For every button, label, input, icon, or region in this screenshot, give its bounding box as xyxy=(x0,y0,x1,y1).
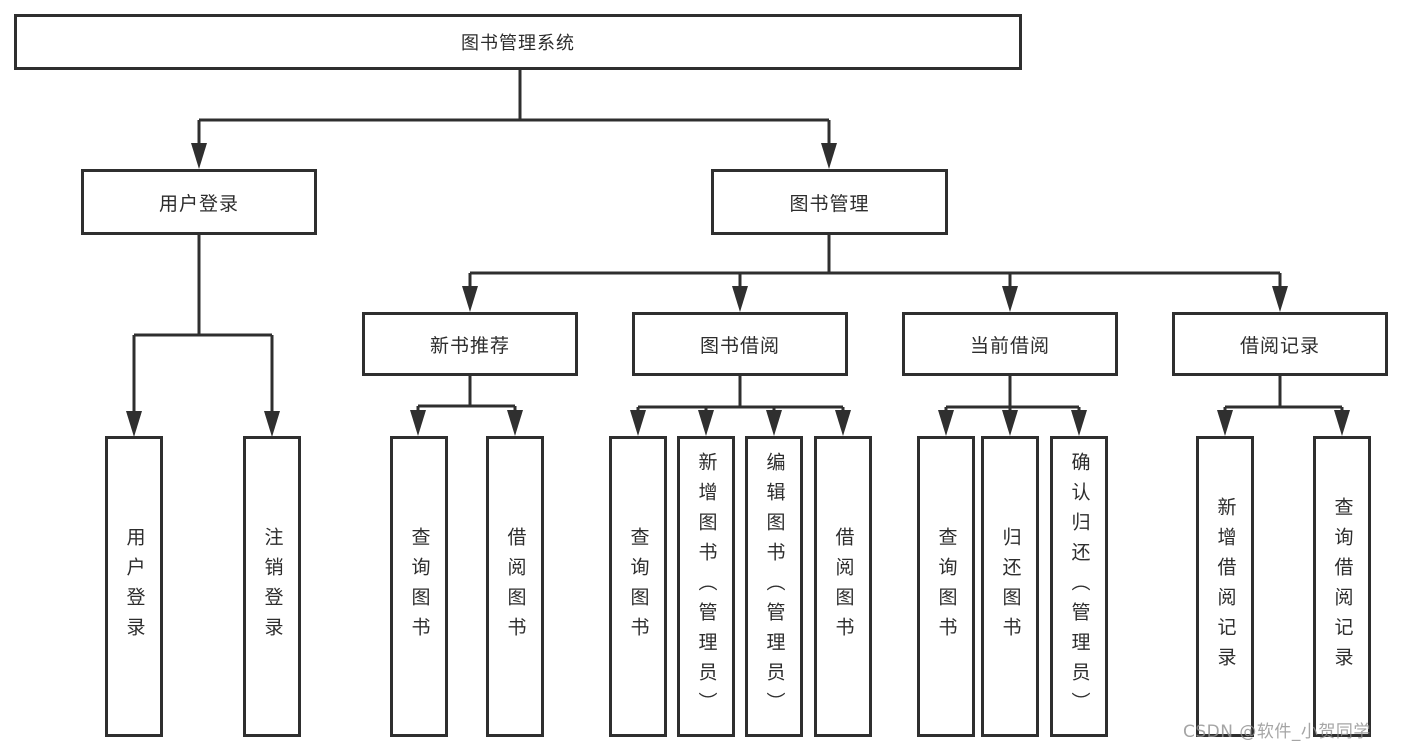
node-leaf-user-login: 用户登录 xyxy=(105,436,163,737)
node-label: 查询图书 xyxy=(935,526,958,647)
node-library-management-system: 图书管理系统 xyxy=(14,14,1022,70)
node-label: 归还图书 xyxy=(999,526,1022,647)
node-leaf-cb-return-book: 归还图书 xyxy=(981,436,1039,737)
node-label: 查询借阅记录 xyxy=(1331,496,1354,677)
arrow-icon xyxy=(507,410,523,436)
node-label: 图书管理系统 xyxy=(461,33,575,54)
arrow-icon xyxy=(835,410,851,436)
node-label: 用户登录 xyxy=(158,192,239,215)
arrow-icon xyxy=(1002,410,1018,436)
node-label: 借阅图书 xyxy=(832,526,855,647)
node-leaf-nbr-query-book: 查询图书 xyxy=(390,436,448,737)
arrow-icon xyxy=(1217,410,1233,436)
node-label: 编辑图书（管理员） xyxy=(763,451,786,722)
arrow-icon xyxy=(1272,286,1288,312)
arrow-icon xyxy=(938,410,954,436)
connector-borrow-children xyxy=(636,376,845,417)
arrow-icon xyxy=(766,410,782,436)
arrow-icon xyxy=(1071,410,1087,436)
node-label: 图书管理 xyxy=(789,192,870,215)
arrow-icon xyxy=(630,410,646,436)
node-borrowing-records: 借阅记录 xyxy=(1172,312,1388,376)
node-book-management: 图书管理 xyxy=(711,169,948,235)
node-new-book-recommendation: 新书推荐 xyxy=(362,312,578,376)
arrow-icon xyxy=(126,411,142,437)
arrow-icon xyxy=(732,286,748,312)
node-label: 用户登录 xyxy=(123,526,146,647)
arrow-icon xyxy=(264,411,280,437)
node-leaf-nbr-borrow-book: 借阅图书 xyxy=(486,436,544,737)
node-leaf-bb-add-book-admin: 新增图书（管理员） xyxy=(677,436,735,737)
connector-user-login-children xyxy=(132,235,274,417)
node-leaf-cb-confirm-return-admin: 确认归还（管理员） xyxy=(1050,436,1108,737)
node-leaf-bb-edit-book-admin: 编辑图书（管理员） xyxy=(745,436,803,737)
node-book-borrowing: 图书借阅 xyxy=(632,312,848,376)
node-label: 查询图书 xyxy=(408,526,431,647)
node-leaf-cb-query-book: 查询图书 xyxy=(917,436,975,737)
node-label: 图书借阅 xyxy=(699,334,780,357)
arrow-icon xyxy=(821,143,837,169)
csdn-watermark: CSDN @软件_小贺同学 xyxy=(1183,722,1371,742)
connector-records-children xyxy=(1223,376,1344,417)
node-label: 新书推荐 xyxy=(429,334,510,357)
connector-new-book-children xyxy=(416,376,517,417)
node-label: 借阅记录 xyxy=(1239,334,1320,357)
connector-current-children xyxy=(944,376,1081,417)
arrow-icon xyxy=(1002,286,1018,312)
arrow-icon xyxy=(1334,410,1350,436)
connector-root-to-level2 xyxy=(197,70,831,148)
node-leaf-bb-query-book: 查询图书 xyxy=(609,436,667,737)
node-label: 注销登录 xyxy=(261,526,284,647)
node-user-login-branch: 用户登录 xyxy=(81,169,317,235)
arrow-icon xyxy=(462,286,478,312)
arrow-icon xyxy=(191,143,207,169)
node-label: 新增借阅记录 xyxy=(1214,496,1237,677)
node-label: 确认归还（管理员） xyxy=(1068,451,1091,722)
node-label: 当前借阅 xyxy=(969,334,1050,357)
arrow-icon xyxy=(410,410,426,436)
node-current-borrowing: 当前借阅 xyxy=(902,312,1118,376)
node-leaf-bb-borrow-book: 借阅图书 xyxy=(814,436,872,737)
node-label: 借阅图书 xyxy=(504,526,527,647)
node-leaf-logout: 注销登录 xyxy=(243,436,301,737)
arrow-icon xyxy=(698,410,714,436)
node-label: 新增图书（管理员） xyxy=(695,451,718,722)
node-leaf-br-add-record: 新增借阅记录 xyxy=(1196,436,1254,737)
connector-book-mgmt-children xyxy=(468,235,1282,292)
node-label: 查询图书 xyxy=(627,526,650,647)
node-leaf-br-query-record: 查询借阅记录 xyxy=(1313,436,1371,737)
